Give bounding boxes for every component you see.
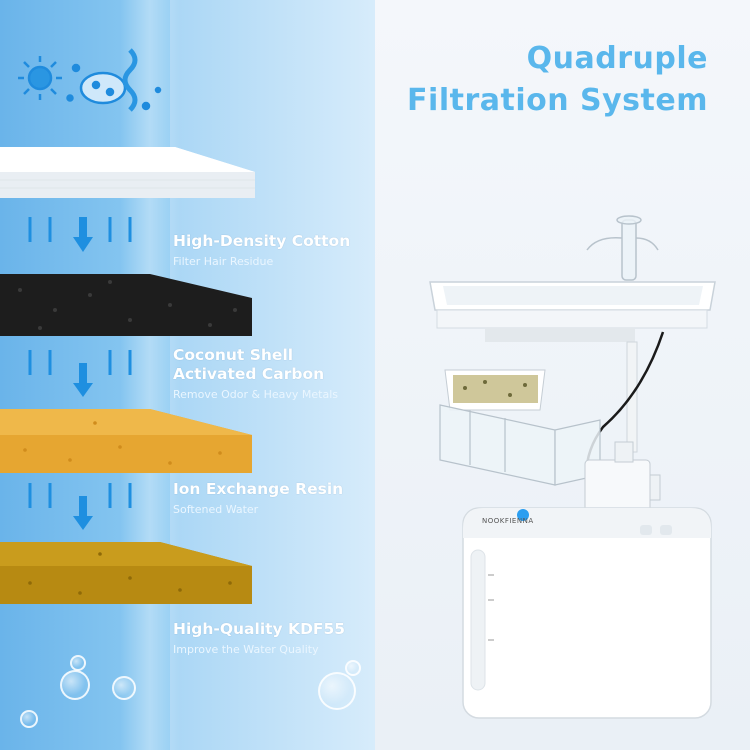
pump [584, 441, 661, 516]
bubble-icon [318, 672, 356, 710]
page-title: Quadruple Filtration System [407, 38, 708, 122]
bubble-icon [60, 670, 90, 700]
filter-basket [439, 404, 601, 486]
filter-cartridge [444, 369, 546, 411]
bubble-icon [20, 710, 38, 728]
top-tray [429, 281, 716, 342]
bacteria-icon [18, 48, 162, 112]
base-tank [462, 507, 712, 719]
layer-title: Ion Exchange Resin [173, 480, 344, 498]
brand-logo: NOOKFIENNA [482, 517, 534, 525]
layer-subtitle: Improve the Water Quality [173, 643, 319, 656]
layer-title: Coconut Shell [173, 346, 294, 364]
layer-title: High-Density Cotton [173, 232, 351, 250]
fountain-device-illustration [429, 215, 716, 719]
spout [586, 215, 659, 281]
bubble-icon [112, 676, 136, 700]
bubble-icon [345, 660, 361, 676]
layer-subtitle: Softened Water [173, 503, 259, 516]
layer-label-kdf: High-Quality KDF55 Improve the Water Qua… [173, 620, 345, 657]
flow-arrows-3 [28, 483, 132, 530]
cotton-filter-layer [0, 147, 255, 198]
carbon-filter-layer [0, 274, 252, 336]
layer-label-resin: Ion Exchange Resin Softened Water [173, 480, 343, 517]
kdf-filter-layer [0, 542, 252, 604]
flow-arrows-1 [28, 217, 132, 252]
bubble-icon [70, 655, 86, 671]
layer-title: High-Quality KDF55 [173, 620, 346, 638]
layer-title: Activated Carbon [173, 365, 325, 383]
resin-filter-layer [0, 409, 252, 473]
flow-arrows-2 [28, 350, 132, 397]
filter-layers-panel: High-Density Cotton Filter Hair Residue … [0, 0, 375, 750]
layer-subtitle: Remove Odor & Heavy Metals [173, 388, 338, 401]
layer-subtitle: Filter Hair Residue [173, 255, 274, 268]
layer-label-cotton: High-Density Cotton Filter Hair Residue [173, 232, 350, 269]
layer-label-carbon: Coconut Shell Activated Carbon Remove Od… [173, 346, 338, 402]
title-line: Quadruple [526, 41, 708, 76]
title-line: Filtration System [407, 83, 708, 118]
